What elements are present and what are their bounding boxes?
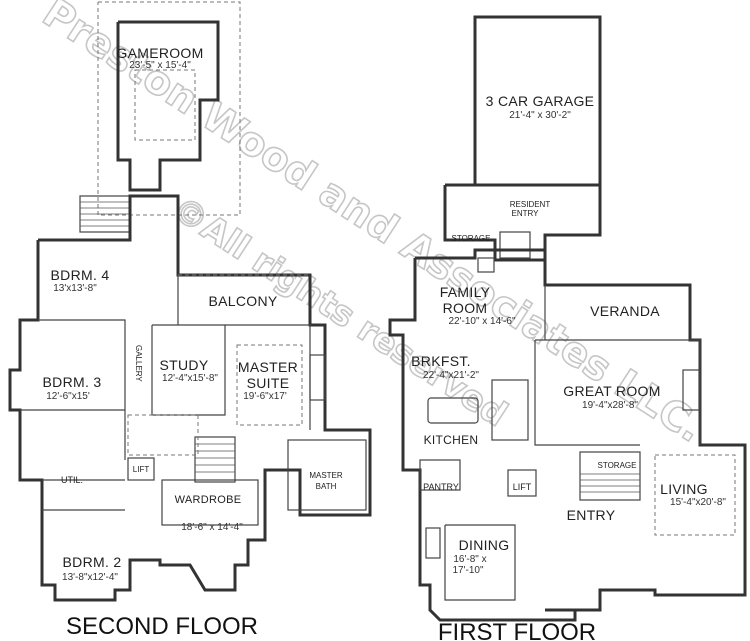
pantry-label: PANTRY — [423, 482, 459, 492]
gameroom-walls — [116, 20, 220, 192]
great-room-dims: 19'-4"x28'-8" — [582, 400, 638, 411]
pantry-walls — [419, 459, 461, 491]
wardrobe-dims: 18'-6" x 14'-4" — [181, 522, 243, 533]
storage-under-stairs — [579, 451, 641, 501]
garage-dims: 21'-4" x 30'-2" — [509, 110, 571, 121]
resident-entry-label-2: ENTRY — [512, 209, 540, 218]
bdrm4-label: BDRM. 4 — [51, 267, 110, 283]
master-bath-label-2: BATH — [316, 482, 337, 491]
brkfst-dims: 22'-4"x21'-2" — [423, 370, 479, 381]
lift1-label: LIFT — [513, 482, 532, 492]
dining-label: DINING — [459, 537, 510, 553]
gallery-label: GALLERY — [134, 345, 143, 382]
wardrobe-walls — [161, 479, 259, 526]
kitchen-island — [427, 397, 479, 424]
family-room-label: FAMILY — [440, 284, 491, 300]
study-dims: 12'-4"x15'-8" — [162, 373, 218, 384]
great-room-label: GREAT ROOM — [563, 383, 660, 399]
great-room-top — [535, 339, 701, 445]
lift2-label: LIFT — [133, 465, 150, 474]
study-walls — [151, 324, 226, 416]
bdrm3-label: BDRM. 3 — [43, 374, 102, 390]
family-room-dims: 22'-10" x 14'-6" — [448, 316, 516, 327]
util-label: UTIL. — [61, 475, 83, 485]
bdrm3-dims: 12'-6"x15' — [46, 391, 90, 402]
fireplace-2 — [309, 354, 326, 401]
great-room-left — [534, 340, 640, 446]
service-stairs — [499, 231, 531, 259]
inner-stairs — [194, 436, 236, 483]
master-suite-dims: 19'-6"x17' — [243, 391, 287, 402]
fireplace-1 — [682, 369, 700, 411]
first-floor-title: FIRST FLOOR — [438, 619, 596, 641]
first-floor-walls — [388, 248, 747, 622]
veranda-label: VERANDA — [590, 303, 660, 319]
wardrobe-label: WARDROBE — [175, 494, 242, 506]
master-bath-walls — [287, 439, 367, 511]
gallery-open — [127, 414, 199, 456]
lift-shaft-2 — [127, 457, 155, 481]
bdrm2-dims: 13'-8"x12'-4" — [62, 572, 118, 583]
living-label: LIVING — [660, 481, 708, 497]
entry-label: ENTRY — [567, 507, 616, 523]
gameroom-ceiling — [134, 69, 196, 141]
first-floor-plan: 3 CAR GARAGE 21'-4" x 30'-2" RESIDENT EN… — [388, 15, 747, 641]
garage-label: 3 CAR GARAGE — [486, 93, 595, 109]
brkfst-label: BRKFST. — [411, 353, 471, 369]
living-dims: 15'-4"x20'-8" — [670, 497, 726, 508]
balcony-label: BALCONY — [208, 293, 277, 309]
gameroom-roof-outline — [97, 1, 241, 216]
partition-bdrm4 — [38, 319, 126, 460]
family-room-label-2: ROOM — [443, 300, 488, 316]
gameroom-dims: 23'-5" x 15'-4" — [129, 60, 191, 71]
family-fireplace — [477, 257, 495, 273]
dining-dims: 16'-8" x — [453, 554, 486, 565]
dining-walls — [444, 524, 516, 601]
lift-shaft-1 — [507, 469, 537, 497]
kitchen-label: KITCHEN — [424, 433, 479, 447]
kitchen-pantry-block — [491, 379, 529, 441]
bdrm2-label: BDRM. 2 — [63, 554, 122, 570]
living-ceiling — [654, 454, 736, 536]
master-bath-label: MASTER — [309, 471, 343, 480]
second-floor-walls — [8, 194, 372, 602]
master-suite-label: MASTER — [238, 359, 298, 375]
dining-dims-2: 17'-10" — [452, 565, 483, 576]
master-suite-label-2: SUITE — [247, 375, 290, 391]
dining-fireplace — [425, 527, 441, 559]
storage1-label: STORAGE — [452, 234, 491, 243]
inner-stair-treads — [195, 443, 235, 473]
second-floor-plan: GAMEROOM 23'-5" x 15'-4" BDRM. 4 13'x13'… — [8, 1, 372, 640]
main-stair-treads — [580, 473, 640, 493]
resident-entry-label: RESIDENT — [510, 200, 551, 209]
gameroom-label: GAMEROOM — [116, 45, 203, 61]
second-floor-title: SECOND FLOOR — [66, 613, 258, 640]
master-ceiling — [236, 344, 303, 426]
study-label: STUDY — [160, 357, 209, 373]
upper-stair-treads — [80, 201, 130, 227]
storage2-label: STORAGE — [598, 461, 637, 470]
bdrm4-dims: 13'x13'-8" — [53, 283, 97, 294]
